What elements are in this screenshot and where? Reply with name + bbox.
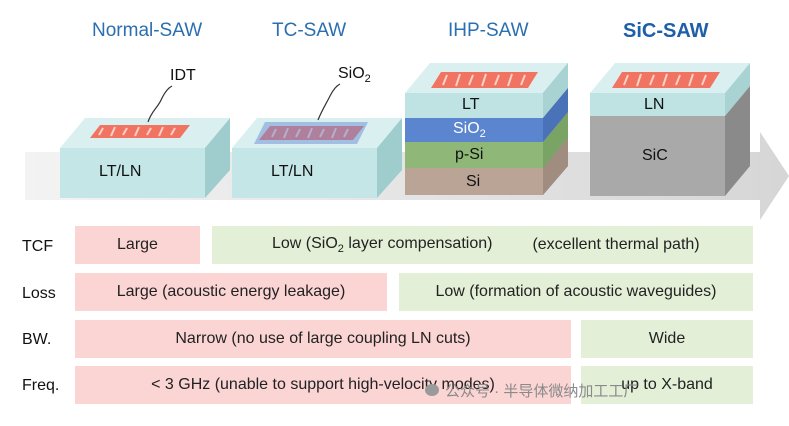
callout-sio2: SiO2 bbox=[338, 65, 371, 86]
title-sic-saw: SiC-SAW bbox=[623, 20, 709, 42]
idt-electrode-icon bbox=[90, 125, 190, 138]
bw-narrow-cell: Narrow (no use of large coupling LN cuts… bbox=[75, 320, 571, 358]
loss-low-cell: Low (formation of acoustic waveguides) bbox=[399, 273, 753, 311]
tc-saw-substrate-label: LT/LN bbox=[271, 163, 314, 180]
bw-wide-cell: Wide bbox=[581, 320, 753, 358]
freq-low-cell: < 3 GHz (unable to support high-velocity… bbox=[75, 366, 571, 404]
row-label-bw: BW. bbox=[22, 331, 52, 348]
normal-saw-substrate-label: LT/LN bbox=[99, 163, 142, 180]
sic-saw-block bbox=[590, 63, 750, 196]
title-ihp-saw: IHP-SAW bbox=[448, 20, 529, 41]
tcf-low-text: Low (SiO2 layer compensation) bbox=[272, 234, 493, 256]
ihp-saw-block bbox=[405, 63, 568, 195]
title-tc-saw: TC-SAW bbox=[272, 20, 347, 41]
tc-saw-block bbox=[232, 83, 402, 198]
row-label-loss: Loss bbox=[22, 285, 56, 302]
row-label-tcf: TCF bbox=[22, 238, 54, 255]
sio2-overlay bbox=[254, 122, 368, 144]
normal-saw-block bbox=[60, 85, 230, 198]
wechat-icon bbox=[425, 384, 439, 396]
loss-large-cell: Large (acoustic energy leakage) bbox=[75, 273, 387, 311]
ihp-layer-sio2: SiO2 bbox=[453, 120, 486, 141]
watermark-text: 公众号 · 半导体微纳加工工厂 bbox=[445, 383, 639, 400]
row-label-freq: Freq. bbox=[22, 377, 60, 394]
title-normal-saw: Normal-SAW bbox=[92, 20, 203, 41]
ihp-layer-psi: p-Si bbox=[455, 146, 484, 163]
tcf-thermal-text: (excellent thermal path) bbox=[532, 236, 700, 253]
ihp-layer-lt: LT bbox=[462, 96, 480, 113]
freq-xband-cell: up to X-band bbox=[581, 366, 753, 404]
tcf-normal-cell: Large bbox=[75, 226, 200, 264]
sic-layer-ln: LN bbox=[644, 96, 665, 113]
ihp-layer-si: Si bbox=[466, 173, 481, 190]
tcf-low-cell: Low (SiO2 layer compensation) (excellent… bbox=[212, 226, 753, 264]
callout-idt: IDT bbox=[170, 67, 196, 84]
sic-layer-sic: SiC bbox=[642, 147, 668, 164]
